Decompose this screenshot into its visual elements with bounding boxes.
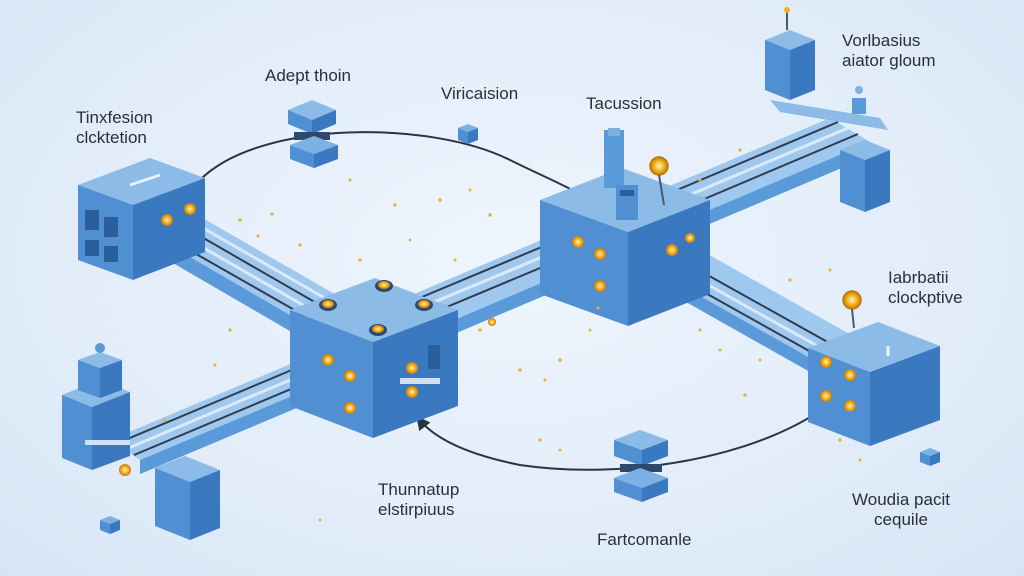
indicator-light [344,402,356,414]
label-line: Adept thoin [265,66,352,85]
top-center-station-cube [540,128,710,326]
label-bottom: Fartcomanle [597,530,691,550]
label-adept: Adept thoin [265,66,351,86]
sensor-icon [852,98,866,114]
arrow-left-to-center [199,131,588,199]
device-adept [288,100,338,168]
indicator-light [594,248,606,260]
label-line: Vorlbasius [842,31,921,50]
label-line: Tinxfesion [76,108,153,127]
location-pin-icon [649,156,669,176]
sparkle-particles [163,148,862,522]
label-line: Tacussion [586,94,662,113]
tower-icon [604,130,624,188]
label-tacussion: Tacussion [586,94,662,114]
indicator-light [184,203,196,215]
device-viricaision [458,124,478,144]
label-line: cequile [874,510,928,529]
right-station-cube [808,290,940,446]
label-line: Fartcomanle [597,530,692,549]
label-line: Thunnatup [378,480,460,499]
label-line: Woudia pacit [852,490,950,509]
label-top-right: Vorlbasius aiator gloum [842,31,936,71]
conveyor-belt-top-right [660,118,870,228]
label-line: elstirpiuus [378,500,455,519]
conveyor-belts [110,118,870,474]
bottom-left-station [62,343,220,540]
indicator-light [844,369,856,381]
flow-arrows [199,131,836,471]
conveyor-belt-bottom-left [110,360,330,474]
label-bottom-right: Woudia pacit cequile [852,490,950,530]
label-right: Iabrbatii clockptive [888,268,963,308]
label-line: clockptive [888,288,963,307]
center-station-cube [290,278,458,438]
indicator-light [572,236,584,248]
antenna-icon [784,7,790,13]
sensor-icon [95,343,105,353]
label-line: Iabrbatii [888,268,949,287]
indicator-light [119,464,131,476]
indicator-light [820,356,832,368]
indicator-light [820,390,832,402]
indicator-light [322,354,334,366]
label-bottom-center: Thunnatup elstirpiuus [378,480,459,520]
device-small-bottom-left [100,516,120,534]
label-viricaision: Viricaision [441,84,518,104]
location-pin-icon [842,290,862,310]
left-station-cube [78,158,205,280]
indicator-light [666,244,678,256]
indicator-light [594,280,606,292]
indicator-light [406,362,418,374]
label-top-left: Tinxfesion clcktetion [76,108,153,148]
label-line: Viricaision [441,84,519,103]
indicator-light [685,233,695,243]
arrow-right-to-center [416,399,836,471]
device-fartcomanle [614,430,668,502]
label-line: aiator gloum [842,51,936,70]
indicator-light [161,214,173,226]
label-line: clcktetion [76,128,147,147]
indicator-light [844,400,856,412]
indicator-light [406,386,418,398]
indicator-light [344,370,356,382]
device-small-bottom-right [920,448,940,466]
top-right-tower [765,7,890,212]
